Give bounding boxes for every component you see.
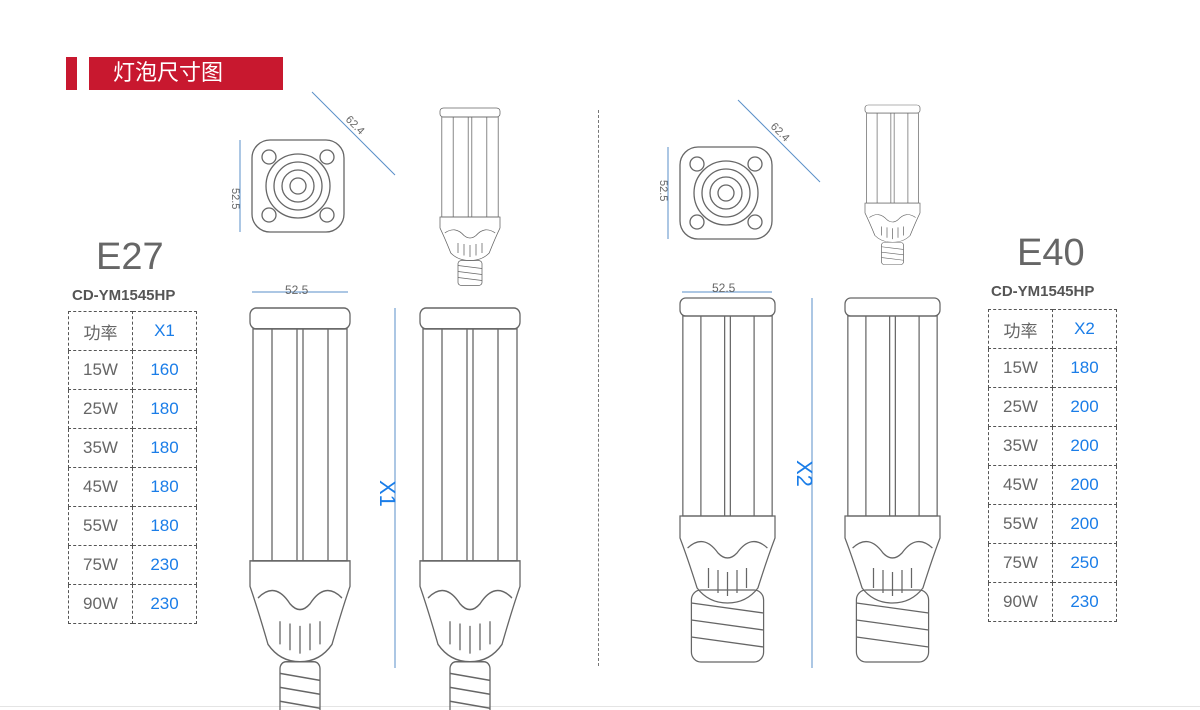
e27-front-bulb-1: [249, 307, 351, 710]
height-cell: 230: [132, 545, 197, 585]
height-cell: X2: [1052, 309, 1117, 349]
dim-line-diag-left: [311, 91, 396, 176]
power-cell: 25W: [68, 389, 133, 429]
header-marker: [66, 57, 77, 90]
dim-width-right: 52.5: [712, 281, 736, 295]
dim-line-diag-right: [737, 99, 821, 183]
section-title: 灯泡尺寸图: [89, 57, 283, 90]
height-cell: 160: [132, 350, 197, 390]
height-cell: 200: [1052, 504, 1117, 544]
height-cell: 180: [1052, 348, 1117, 388]
e40-angled-bulb: [864, 104, 921, 266]
power-cell: 25W: [988, 387, 1053, 427]
power-cell: 15W: [988, 348, 1053, 388]
height-cell: 180: [132, 467, 197, 507]
power-cell: 45W: [988, 465, 1053, 505]
dim-width-left: 52.5: [285, 283, 309, 297]
height-label-x1: X1: [375, 480, 400, 507]
height-cell: 180: [132, 506, 197, 546]
power-cell: 15W: [68, 350, 133, 390]
power-cell: 55W: [988, 504, 1053, 544]
power-cell: 90W: [68, 584, 133, 624]
model-label-right: CD-YM1545HP: [991, 283, 1095, 300]
e27-front-bulb-2: [419, 307, 521, 710]
height-cell: 230: [1052, 582, 1117, 622]
socket-label-e27: E27: [96, 236, 164, 278]
power-cell: 功率: [68, 311, 133, 351]
height-cell: X1: [132, 311, 197, 351]
divider: [598, 110, 599, 666]
e27-angled-bulb: [439, 107, 501, 286]
e27-top-view: [251, 139, 345, 233]
e40-front-bulb-1: [679, 297, 776, 663]
height-label-x2: X2: [792, 460, 817, 487]
model-label-left: CD-YM1545HP: [72, 287, 176, 304]
height-cell: 180: [132, 389, 197, 429]
e40-top-view: [679, 146, 773, 240]
dim-diag-left: 62.4: [343, 114, 367, 138]
height-cell: 200: [1052, 465, 1117, 505]
power-cell: 90W: [988, 582, 1053, 622]
height-cell: 180: [132, 428, 197, 468]
power-cell: 55W: [68, 506, 133, 546]
e40-front-bulb-2: [844, 297, 941, 663]
height-cell: 230: [132, 584, 197, 624]
bottom-rule: [0, 706, 1200, 707]
dim-side-right: 52.5: [657, 180, 669, 201]
dim-side-left: 52.5: [229, 188, 241, 209]
socket-label-e40: E40: [1017, 232, 1085, 274]
dim-diag-right: 62.4: [768, 121, 792, 145]
